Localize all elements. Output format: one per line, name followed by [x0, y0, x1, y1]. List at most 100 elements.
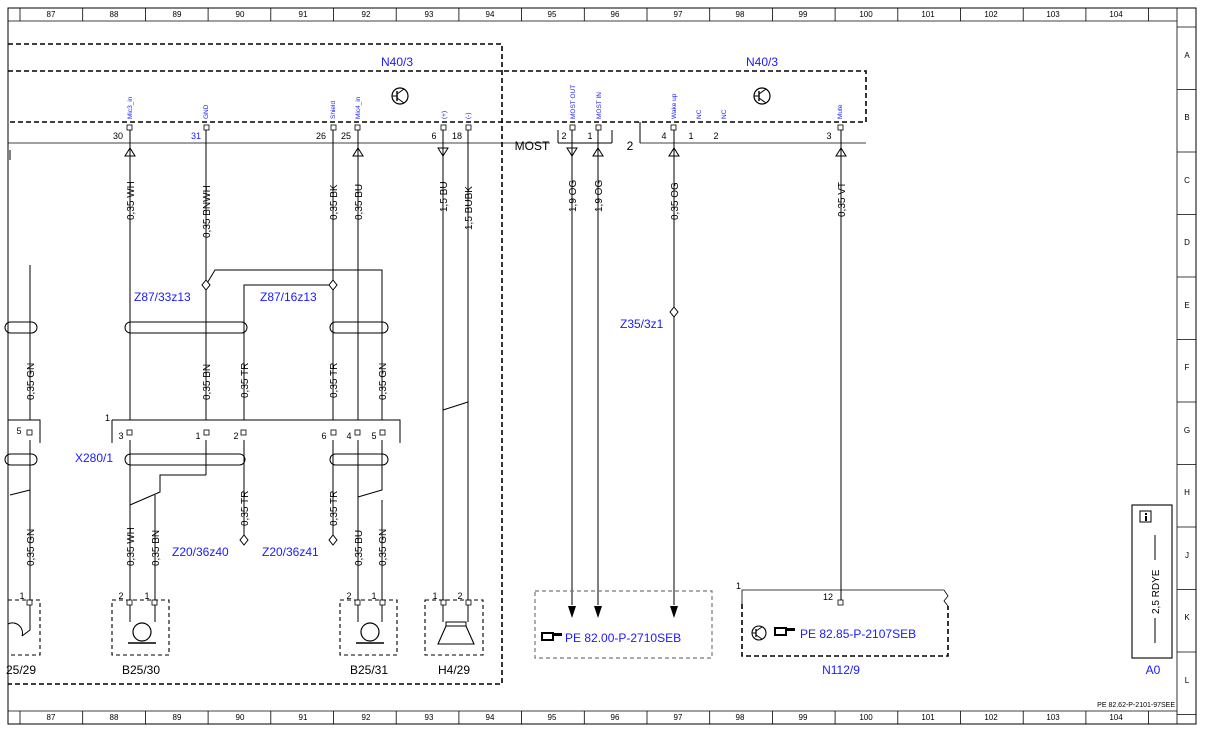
svg-text:B25/31: B25/31	[350, 663, 388, 677]
svg-text:87: 87	[47, 713, 56, 722]
svg-text:Z87/16z13: Z87/16z13	[260, 290, 317, 304]
svg-text:100: 100	[859, 10, 873, 19]
downward-arrows	[568, 606, 678, 618]
svg-text:C: C	[1184, 176, 1190, 185]
svg-text:D: D	[1184, 238, 1190, 247]
pin-numbers: 30 31 26 25 6 18 2 1 4 1 2 3	[113, 131, 832, 141]
svg-text:1,5 BU: 1,5 BU	[439, 181, 450, 212]
signal-labels: Mic3_in GND Shield Mic4_in (+) (-) MOST …	[127, 85, 844, 119]
svg-text:91: 91	[299, 713, 308, 722]
svg-text:12: 12	[823, 592, 833, 602]
svg-text:0,35 WH: 0,35 WH	[126, 527, 137, 566]
svg-text:102: 102	[984, 10, 998, 19]
svg-text:93: 93	[425, 10, 434, 19]
svg-text:1: 1	[371, 591, 376, 601]
svg-text:0,35 GN: 0,35 GN	[26, 363, 37, 400]
svg-text:97: 97	[674, 10, 683, 19]
svg-text:Wake up: Wake up	[671, 93, 678, 119]
right-module-label: N40/3	[746, 55, 778, 69]
svg-text:0,35 TR: 0,35 TR	[240, 363, 251, 398]
left-module-boundary	[8, 43, 503, 685]
svg-text:5: 5	[16, 426, 21, 436]
svg-text:99: 99	[799, 10, 808, 19]
svg-text:88: 88	[110, 713, 119, 722]
svg-text:5: 5	[371, 431, 376, 441]
svg-text:0,35 TR: 0,35 TR	[329, 363, 340, 398]
transistor-icon	[753, 87, 771, 105]
svg-text:K: K	[1184, 613, 1190, 622]
svg-text:1,9 OG: 1,9 OG	[594, 180, 605, 212]
component-b25-31: 2 1 B25/31	[339, 591, 398, 677]
svg-text:95: 95	[548, 713, 557, 722]
x280-pin-numbers: 5 3 1 2 6 4 5	[16, 426, 376, 441]
svg-text:Z35/3z1: Z35/3z1	[620, 317, 664, 331]
svg-text:95: 95	[548, 10, 557, 19]
svg-text:1: 1	[19, 591, 24, 601]
svg-text:26: 26	[316, 131, 326, 141]
svg-text:3: 3	[826, 131, 831, 141]
svg-text:E: E	[1184, 301, 1189, 310]
svg-text:PE 82.00-P-2710SEB: PE 82.00-P-2710SEB	[565, 631, 681, 645]
svg-text:101: 101	[921, 10, 935, 19]
svg-text:89: 89	[173, 713, 182, 722]
svg-text:G: G	[1184, 426, 1190, 435]
shield-sleeves	[4, 321, 389, 466]
svg-text:90: 90	[236, 10, 245, 19]
svg-text:88: 88	[110, 10, 119, 19]
pointing-hand-icon	[541, 632, 562, 641]
svg-text:1,9 OG: 1,9 OG	[568, 180, 579, 212]
most-bus-label: MOST	[515, 139, 550, 153]
svg-text:0,35 BK: 0,35 BK	[329, 184, 340, 220]
svg-text:91: 91	[299, 10, 308, 19]
svg-text:0,35 BN: 0,35 BN	[202, 364, 213, 400]
svg-text:Mute: Mute	[837, 104, 844, 119]
x280-pin-label: 1	[105, 413, 110, 423]
svg-text:4: 4	[661, 131, 666, 141]
svg-text:0,35 BU: 0,35 BU	[354, 530, 365, 566]
svg-text:2: 2	[713, 131, 718, 141]
svg-text:H: H	[1184, 488, 1190, 497]
document-id: PE 82.62-P-2101-97SEE	[1097, 702, 1175, 709]
wires	[9, 130, 842, 605]
svg-text:Mic4_in: Mic4_in	[355, 96, 362, 119]
svg-text:MOST IN: MOST IN	[596, 92, 603, 119]
svg-text:87: 87	[47, 10, 56, 19]
svg-text:Z87/33z13: Z87/33z13	[134, 290, 191, 304]
speaker-icon	[437, 621, 475, 645]
svg-text:3: 3	[118, 431, 123, 441]
svg-text:2,5 RDYE: 2,5 RDYE	[1151, 569, 1162, 614]
svg-text:0,35 BU: 0,35 BU	[354, 184, 365, 220]
svg-text:1: 1	[587, 131, 592, 141]
svg-text:2: 2	[561, 131, 566, 141]
svg-text:H4/29: H4/29	[438, 663, 470, 677]
x280-connector	[111, 419, 401, 443]
svg-text:Z20/36z40: Z20/36z40	[172, 545, 229, 559]
svg-text:104: 104	[1109, 10, 1123, 19]
svg-text:NC: NC	[696, 109, 703, 119]
svg-text:90: 90	[236, 713, 245, 722]
pointing-hand-icon	[774, 627, 795, 636]
svg-text:4: 4	[346, 431, 351, 441]
svg-text:94: 94	[486, 713, 495, 722]
svg-text:25/29: 25/29	[6, 663, 36, 677]
ref-box-82-00: PE 82.00-P-2710SEB	[534, 590, 713, 659]
svg-text:Shield: Shield	[330, 101, 337, 119]
row-grid	[1177, 26, 1196, 715]
svg-text:2: 2	[118, 591, 123, 601]
svg-text:J: J	[1185, 551, 1189, 560]
column-grid	[19, 8, 1149, 724]
svg-text:1: 1	[432, 591, 437, 601]
svg-text:2: 2	[346, 591, 351, 601]
svg-text:Z20/36z41: Z20/36z41	[262, 545, 319, 559]
svg-text:1: 1	[195, 431, 200, 441]
svg-text:1: 1	[736, 581, 741, 591]
column-labels-top: 87 88 89 90 91 92 93 94 95 96 97 98 99 1…	[47, 10, 1124, 19]
svg-text:N112/9: N112/9	[822, 663, 860, 677]
svg-text:1: 1	[144, 591, 149, 601]
a0-box: 2,5 RDYE A0	[1131, 504, 1173, 677]
svg-text:89: 89	[173, 10, 182, 19]
svg-text:103: 103	[1046, 713, 1060, 722]
svg-text:92: 92	[362, 713, 371, 722]
svg-text:94: 94	[486, 10, 495, 19]
